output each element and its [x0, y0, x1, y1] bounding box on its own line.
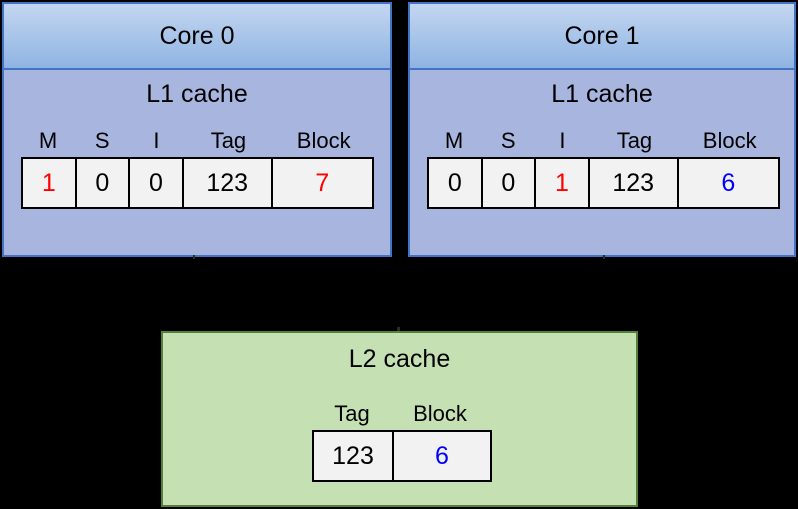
core-title-core0: Core 0: [159, 21, 235, 50]
connector-l2-junction: [397, 327, 400, 333]
l2-cache-title: L2 cache: [348, 345, 451, 373]
l1-state-table-core1: M S I Tag Block 0 0 1 123 6: [427, 125, 780, 209]
l1-table-row-core1: 0 0 1 123 6: [427, 157, 780, 209]
l1-cache-core0: L1 cache M S I Tag Block 1 0 0 123 7: [4, 70, 390, 255]
l1-cache-title-core0: L1 cache: [146, 80, 248, 108]
core-header-core1: Core 1: [410, 4, 794, 70]
l1-col-header-s-core1: S: [500, 128, 516, 153]
l2-col-header-tag: Tag: [334, 401, 370, 426]
l1-table-row-core0: 1 0 0 123 7: [21, 157, 374, 209]
l1-col-header-m-core1: M: [444, 128, 464, 153]
l2-cell-block: 6: [394, 432, 490, 480]
l2-state-table: Tag Block 123 6: [312, 398, 492, 482]
l1-cell-tag-core1: 123: [589, 159, 679, 207]
l1-col-header-s-core0: S: [94, 128, 110, 153]
l2-cell-tag: 123: [314, 432, 394, 480]
connector-core1-to-l2: [603, 255, 605, 259]
l1-state-table-core0: M S I Tag Block 1 0 0 123 7: [21, 125, 374, 209]
l1-col-header-i-core0: I: [153, 128, 160, 153]
l1-col-header-block-core0: Block: [296, 128, 351, 153]
l1-cell-i-core0: 0: [130, 159, 184, 207]
l1-col-header-i-core1: I: [559, 128, 566, 153]
l1-cell-s-core1: 0: [482, 159, 537, 207]
l2-table-row: 123 6: [312, 430, 492, 482]
l1-cell-block-core1: 6: [678, 159, 778, 207]
l1-cell-i-core1: 1: [536, 159, 590, 207]
l1-col-header-tag-core0: Tag: [210, 128, 247, 153]
l1-col-header-m-core0: M: [38, 128, 58, 153]
core-panel-core1: Core 1 L1 cache M S I Tag Block 0 0 1 12…: [408, 2, 796, 257]
l1-col-header-tag-core1: Tag: [616, 128, 653, 153]
l1-cell-block-core0: 7: [272, 159, 372, 207]
l1-cell-m-core0: 1: [23, 159, 77, 207]
l2-col-header-block: Block: [413, 401, 467, 426]
core-panel-core0: Core 0 L1 cache M S I Tag Block 1 0 0 12…: [2, 2, 392, 257]
l2-table-header-row: Tag Block: [312, 398, 492, 430]
l2-cache-panel: L2 cache Tag Block 123 6: [161, 331, 638, 507]
l1-cache-core1: L1 cache M S I Tag Block 0 0 1 123 6: [410, 70, 794, 255]
connector-core0-to-l2: [193, 255, 195, 259]
core-title-core1: Core 1: [564, 21, 640, 50]
core-header-core0: Core 0: [4, 4, 390, 70]
l1-cell-s-core0: 0: [76, 159, 131, 207]
l1-cell-tag-core0: 123: [183, 159, 273, 207]
l1-col-header-block-core1: Block: [702, 128, 757, 153]
l1-table-header-row-core0: M S I Tag Block: [21, 125, 374, 157]
l1-cache-title-core1: L1 cache: [551, 80, 653, 108]
l1-cell-m-core1: 0: [429, 159, 483, 207]
l1-table-header-row-core1: M S I Tag Block: [427, 125, 780, 157]
